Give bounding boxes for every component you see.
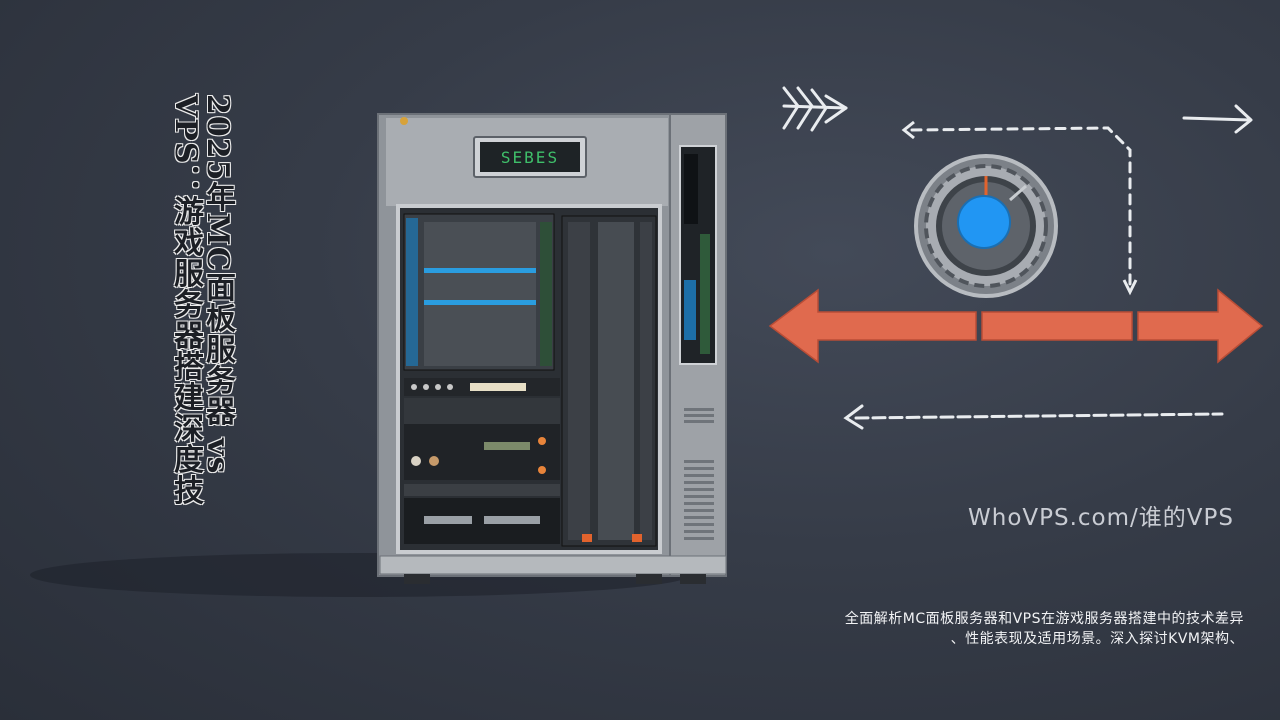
page-title-line-2: VPS：游戏服务器搭建深度技 bbox=[168, 94, 203, 506]
description-line-1: 全面解析MC面板服务器和VPS在游戏服务器搭建中的技术差异 bbox=[844, 611, 1244, 627]
brand-badge bbox=[400, 117, 408, 125]
server-rack-icon: SEBES bbox=[377, 113, 727, 584]
display-screen bbox=[480, 142, 580, 172]
dashed-path-icon bbox=[910, 126, 1132, 286]
display-text: SEBES bbox=[501, 148, 559, 167]
right-arrow-icon bbox=[1182, 104, 1253, 134]
description-line-2: 、性能表现及适用场景。深入探讨KVM架构、 bbox=[950, 631, 1244, 647]
dashed-arrowhead-left-icon bbox=[901, 120, 915, 140]
dial-knob-icon bbox=[914, 154, 1058, 298]
chevron-arrows-icon bbox=[782, 86, 848, 132]
dashed-arrowhead-down-icon bbox=[1122, 279, 1138, 296]
double-arrow-icon bbox=[768, 288, 1264, 364]
dashed-arrow-icon bbox=[843, 404, 1224, 430]
page-title-line-1: 2025年MC面板服务器 vs bbox=[200, 94, 235, 475]
brand-watermark: WhoVPS.com/谁的VPS bbox=[968, 505, 1234, 531]
